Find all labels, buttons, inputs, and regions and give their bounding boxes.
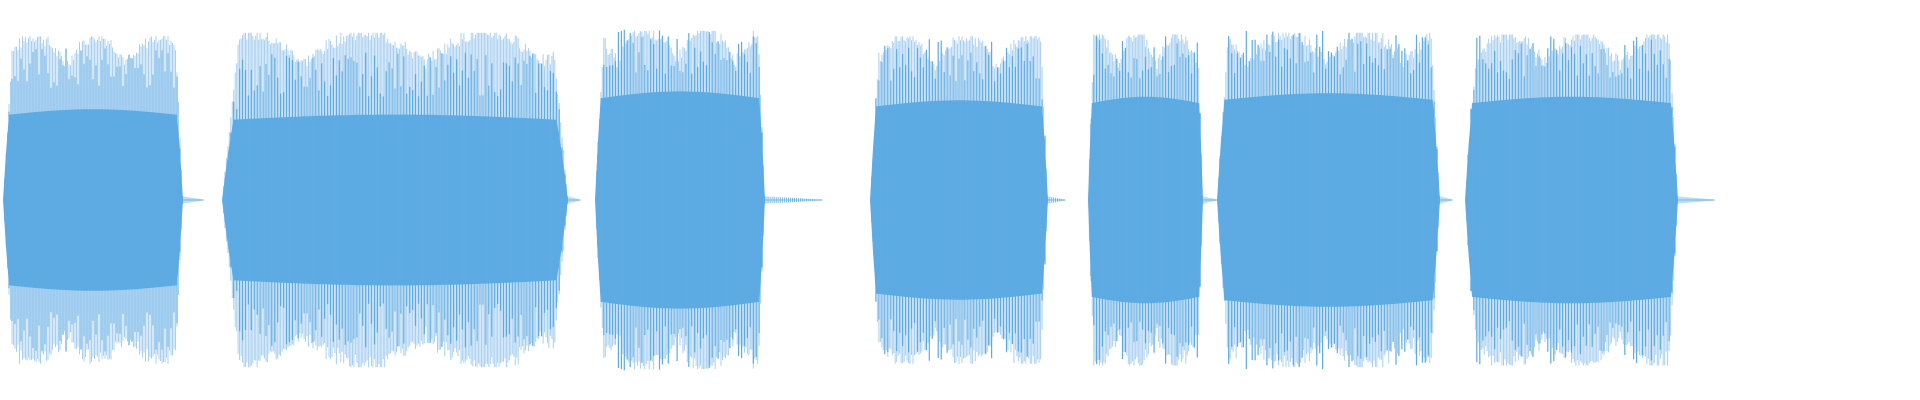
waveform-tails — [182, 196, 1715, 204]
waveform-tail — [764, 196, 823, 204]
waveform-tail — [567, 196, 581, 204]
waveform-tail — [1047, 196, 1066, 204]
waveform-segment — [870, 36, 1048, 364]
waveform-spikes — [224, 52, 566, 348]
waveform-segment — [222, 32, 568, 368]
waveform-segment — [3, 36, 183, 364]
waveform-tail — [1677, 196, 1715, 204]
waveform-spikes — [872, 39, 1046, 361]
waveform-spikes — [1467, 35, 1676, 365]
waveform-tail — [182, 196, 204, 204]
waveform-spikes — [5, 48, 181, 352]
waveform-segments — [3, 29, 1678, 371]
waveform-spikes — [1219, 30, 1438, 370]
waveform-segment — [1465, 34, 1678, 366]
waveform-tail — [1202, 196, 1218, 204]
waveform-tail — [1439, 196, 1453, 204]
waveform-segment — [1088, 34, 1203, 366]
waveform-segment — [1217, 30, 1440, 370]
waveform-spikes — [597, 29, 763, 371]
waveform-spikes — [1090, 36, 1201, 364]
waveform-segment — [595, 29, 765, 371]
